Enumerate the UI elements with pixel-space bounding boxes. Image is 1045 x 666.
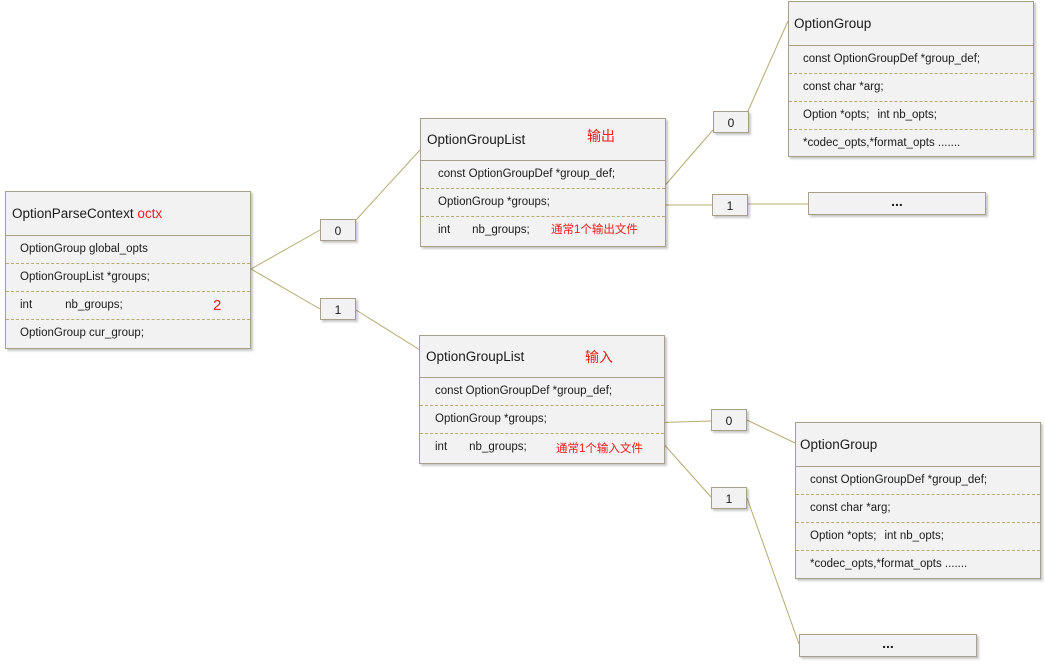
ctx-index-1: 1 <box>320 298 356 320</box>
input-list-note: 输入 <box>585 349 613 365</box>
input-index-0: 0 <box>711 409 747 431</box>
option-group-bottom-opts: Option *opts; <box>810 530 877 542</box>
output-list-title-type: OptionGroupList <box>427 132 526 147</box>
input-list-nb-note: 通常1个输入文件 <box>556 443 643 455</box>
ctx-nb-name: nb_groups; <box>65 299 123 311</box>
input-list-nb-type: int <box>435 441 448 453</box>
option-group-bottom-row-group-def: const OptionGroupDef *group_def; <box>796 467 1040 495</box>
option-group-top-box: OptionGroup const OptionGroupDef *group_… <box>788 1 1034 157</box>
input-group-list-box: OptionGroupList 输入 const OptionGroupDef … <box>419 335 665 464</box>
option-group-bottom-nb-opts: int nb_opts; <box>884 530 944 542</box>
option-parse-context-box: OptionParseContext octx OptionGroup glob… <box>5 191 251 349</box>
output-list-row-group-def: const OptionGroupDef *group_def; <box>421 161 665 189</box>
ctx-row-global-opts: OptionGroup global_opts <box>6 236 250 264</box>
ctx-title-type: OptionParseContext <box>12 206 134 221</box>
output-index-1: 1 <box>712 194 748 216</box>
option-group-bottom-row-opts: Option *opts; int nb_opts; <box>796 523 1040 551</box>
ellipsis-box-top: ... <box>808 192 986 215</box>
ellipsis-box-bottom: ... <box>799 634 977 657</box>
output-list-row-nb-groups: int nb_groups; 通常1个输出文件 <box>421 217 665 244</box>
input-list-title: OptionGroupList 输入 <box>420 336 664 378</box>
output-list-nb-type: int <box>438 224 451 236</box>
ctx-row-nb-groups: int nb_groups; 2 <box>6 292 250 320</box>
ctx-title-var: octx <box>137 206 163 221</box>
input-list-row-group-def: const OptionGroupDef *group_def; <box>420 378 664 406</box>
option-group-top-row-codec: *codec_opts,*format_opts ....... <box>803 137 961 149</box>
output-list-nb-note: 通常1个输出文件 <box>551 224 638 236</box>
output-list-nb-name: nb_groups; <box>472 224 530 236</box>
ctx-title: OptionParseContext octx <box>6 192 250 236</box>
ctx-nb-count: 2 <box>213 297 222 314</box>
input-list-row-groups: OptionGroup *groups; <box>420 406 664 434</box>
option-group-top-title: OptionGroup <box>789 2 1033 46</box>
option-group-bottom-row-arg: const char *arg; <box>796 495 1040 523</box>
input-list-row-nb-groups: int nb_groups; 通常1个输入文件 <box>420 434 664 461</box>
option-group-top-opts: Option *opts; <box>803 109 870 121</box>
input-index-1: 1 <box>711 487 747 509</box>
input-list-nb-name: nb_groups; <box>469 441 527 453</box>
ctx-nb-type: int <box>20 299 33 311</box>
option-group-top-row-opts: Option *opts; int nb_opts; <box>789 102 1033 130</box>
option-group-bottom-row-codec: *codec_opts,*format_opts ....... <box>810 558 968 570</box>
ctx-row-cur-group: OptionGroup cur_group; <box>20 327 145 339</box>
output-group-list-box: OptionGroupList 输出 const OptionGroupDef … <box>420 118 666 247</box>
option-group-top-row-group-def: const OptionGroupDef *group_def; <box>789 46 1033 74</box>
ctx-row-groups: OptionGroupList *groups; <box>6 264 250 292</box>
output-list-note: 输出 <box>587 128 615 144</box>
option-group-top-nb-opts: int nb_opts; <box>877 109 937 121</box>
output-list-row-groups: OptionGroup *groups; <box>421 189 665 217</box>
input-list-title-type: OptionGroupList <box>426 349 525 364</box>
option-group-bottom-box: OptionGroup const OptionGroupDef *group_… <box>795 422 1041 579</box>
output-list-title: OptionGroupList 输出 <box>421 119 665 161</box>
ctx-index-0: 0 <box>320 219 356 241</box>
option-group-top-row-arg: const char *arg; <box>789 74 1033 102</box>
option-group-bottom-title: OptionGroup <box>796 423 1040 467</box>
output-index-0: 0 <box>713 111 749 133</box>
